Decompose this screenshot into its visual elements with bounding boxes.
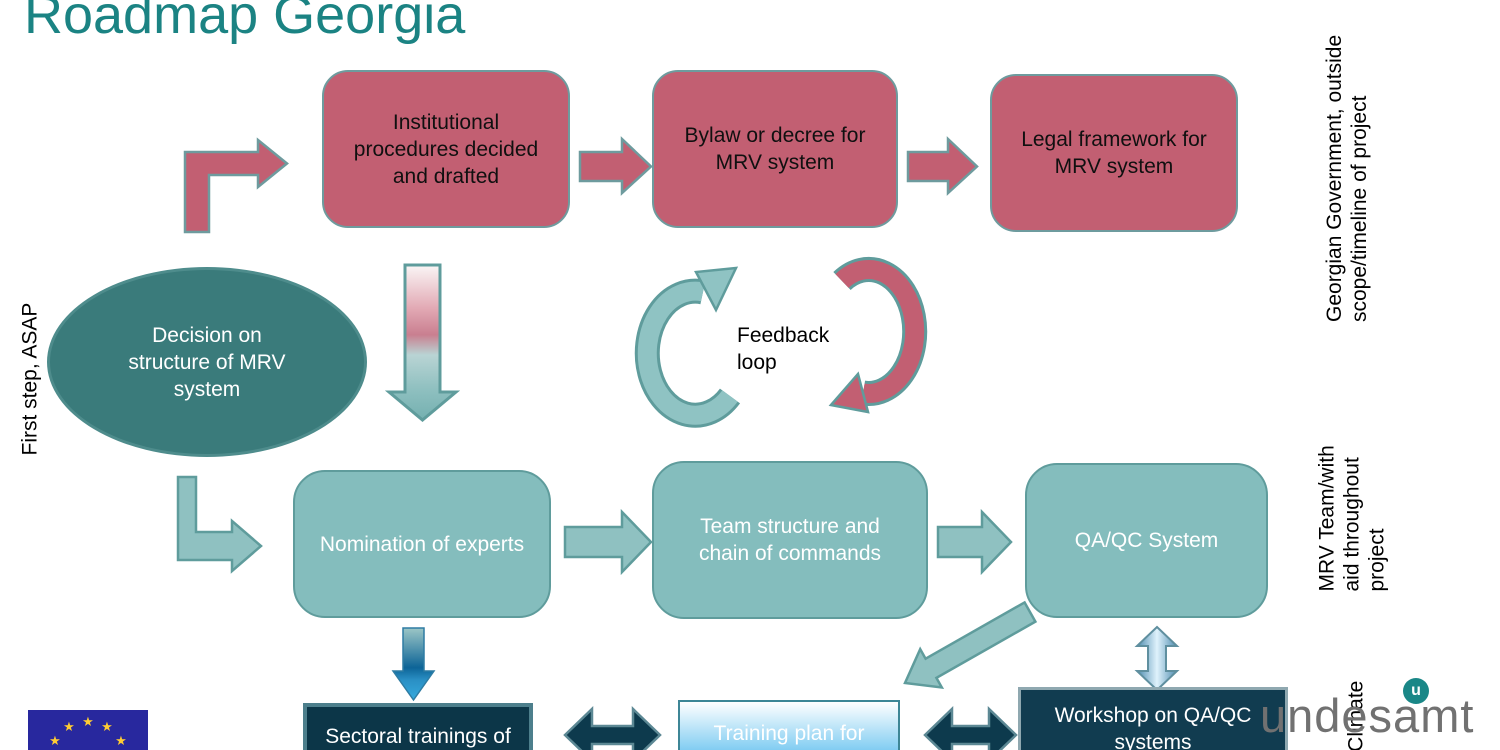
box-workshop-qaqc: Workshop on QA/QC systems xyxy=(1018,687,1288,750)
feedback-arrowhead-teal-icon xyxy=(694,266,739,313)
horizontal-double-arrow-2-icon xyxy=(923,706,1018,750)
diagonal-arrow-icon xyxy=(903,600,1038,690)
vertical-double-arrow-icon xyxy=(1134,625,1180,692)
eu-star-icon: ★ xyxy=(63,720,75,735)
box-institutional-procedures: Institutional procedures decided and dra… xyxy=(322,70,570,228)
elbow-arrow-teal-icon xyxy=(176,475,263,574)
box-team-structure: Team structure and chain of commands xyxy=(652,461,928,619)
side-label-georgian-government: Georgian Government, outside scope/timel… xyxy=(1323,34,1371,322)
arrow-right-teal-2-icon xyxy=(936,508,1013,576)
box-legal-framework: Legal framework for MRV system xyxy=(990,74,1238,232)
arrow-right-teal-1-icon xyxy=(563,508,653,576)
small-gradient-down-arrow-icon xyxy=(391,627,436,702)
arrow-right-rose-2-icon xyxy=(906,136,979,196)
eu-star-icon: ★ xyxy=(115,734,127,749)
side-label-first-step: First step, ASAP xyxy=(18,302,42,456)
feedback-arc-teal-fill xyxy=(637,281,738,425)
feedback-loop-label: Feedback loop xyxy=(737,324,830,374)
feedback-arrowhead-rose-icon xyxy=(828,371,870,414)
eu-star-icon: ★ xyxy=(82,715,94,730)
eu-flag: ★ ★ ★ ★ ★ ★ ★ ★ ★ ★ ★ ★ xyxy=(28,710,148,750)
ellipse-decision-structure: Decision on structure of MRV system xyxy=(47,267,367,457)
box-bylaw-decree: Bylaw or decree for MRV system xyxy=(652,70,898,228)
horizontal-double-arrow-1-icon xyxy=(563,706,662,750)
logo-u-badge-icon: u xyxy=(1403,678,1429,704)
arrow-right-rose-1-icon xyxy=(578,136,653,196)
box-qaqc-system: QA/QC System xyxy=(1025,463,1268,618)
eu-star-icon: ★ xyxy=(49,734,61,749)
feedback-arc-rose-fill xyxy=(835,259,925,403)
box-nomination-experts: Nomination of experts xyxy=(293,470,551,618)
box-training-plan: Training plan for xyxy=(678,700,900,750)
logo-wordmark: undesamt xyxy=(1260,689,1475,742)
page-title: Roadmap Georgia xyxy=(24,0,466,45)
gradient-down-arrow-icon xyxy=(384,263,461,422)
box-sectoral-trainings: Sectoral trainings of xyxy=(303,703,533,750)
side-label-mrv-team: MRV Team/with aid throughout project xyxy=(1315,445,1389,592)
elbow-arrow-red-icon xyxy=(183,137,289,234)
eu-star-icon: ★ xyxy=(101,720,113,735)
